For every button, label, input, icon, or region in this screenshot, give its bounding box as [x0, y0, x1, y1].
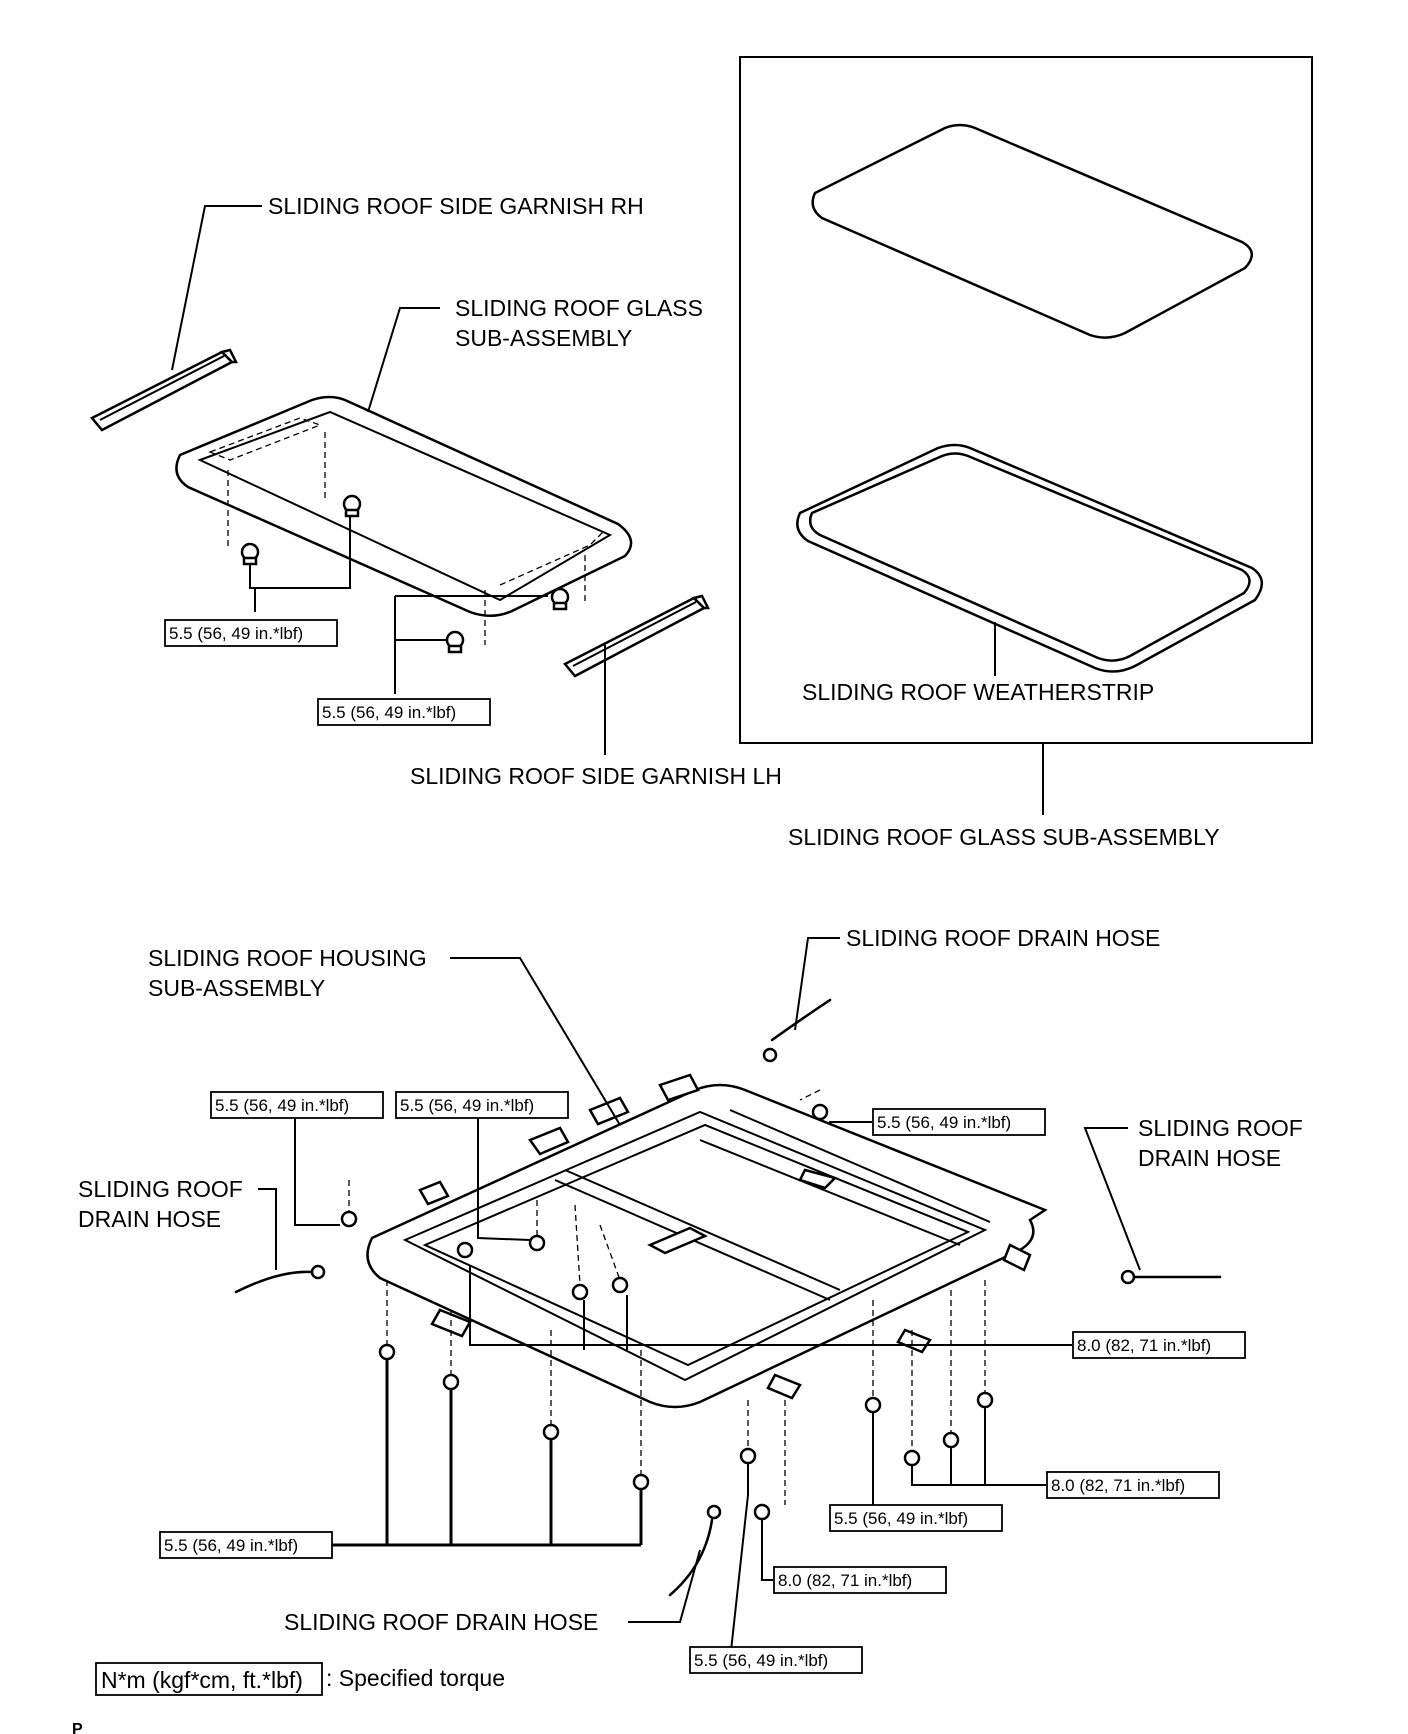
torque-box-7: 8.0 (82, 71 in.*lbf) [1046, 1471, 1220, 1499]
svg-text:5.5 (56, 49 in.*lbf): 5.5 (56, 49 in.*lbf) [834, 1509, 968, 1528]
leader-garnish-rh [171, 205, 262, 371]
drain-hose-bottom-part [668, 1504, 722, 1597]
svg-text:5.5 (56, 49 in.*lbf): 5.5 (56, 49 in.*lbf) [164, 1536, 298, 1555]
side-garnish-lh-part [563, 594, 711, 678]
torque-box-11: 5.5 (56, 49 in.*lbf) [689, 1646, 863, 1674]
torque-box-4: 5.5 (56, 49 in.*lbf) [395, 1091, 569, 1119]
drain-hose-top-part [762, 998, 832, 1063]
svg-text:5.5 (56, 49 in.*lbf): 5.5 (56, 49 in.*lbf) [169, 624, 303, 643]
label-drain-hose-right-line2: DRAIN HOSE [1138, 1145, 1281, 1171]
glass-sub-assembly-part [175, 395, 633, 645]
svg-text:8.0 (82, 71 in.*lbf): 8.0 (82, 71 in.*lbf) [778, 1571, 912, 1590]
svg-text:5.5 (56, 49 in.*lbf): 5.5 (56, 49 in.*lbf) [322, 703, 456, 722]
inset-glass-part [811, 123, 1253, 339]
glass-nut-2 [342, 494, 362, 518]
housing-part [366, 1073, 1048, 1409]
label-side-garnish-rh: SLIDING ROOF SIDE GARNISH RH [268, 193, 644, 219]
leader-housing [450, 957, 621, 1126]
footer-code: P [72, 1721, 83, 1734]
svg-text:5.5 (56, 49 in.*lbf): 5.5 (56, 49 in.*lbf) [694, 1651, 828, 1670]
label-housing-line1: SLIDING ROOF HOUSING [148, 945, 427, 971]
inset-frame [739, 56, 1313, 744]
label-drain-hose-left-line2: DRAIN HOSE [78, 1206, 221, 1232]
torque-box-5: 5.5 (56, 49 in.*lbf) [872, 1108, 1046, 1136]
glass-nut-4 [445, 630, 465, 654]
weatherstrip-part [796, 443, 1263, 673]
torque-box-8: 5.5 (56, 49 in.*lbf) [829, 1504, 1003, 1532]
label-drain-hose-bottom: SLIDING ROOF DRAIN HOSE [284, 1609, 598, 1635]
label-drain-hose-top: SLIDING ROOF DRAIN HOSE [846, 925, 1160, 951]
torque-box-2: 5.5 (56, 49 in.*lbf) [317, 698, 491, 726]
svg-text:5.5 (56, 49 in.*lbf): 5.5 (56, 49 in.*lbf) [877, 1113, 1011, 1132]
legend-unit-box: N*m (kgf*cm, ft.*lbf) [101, 1667, 303, 1693]
label-glass-line1: SLIDING ROOF GLASS [455, 295, 703, 321]
leader-glass [367, 307, 440, 413]
svg-text:5.5 (56, 49 in.*lbf): 5.5 (56, 49 in.*lbf) [215, 1096, 349, 1115]
torque-box-3: 5.5 (56, 49 in.*lbf) [210, 1091, 384, 1119]
torque-box-6: 8.0 (82, 71 in.*lbf) [1072, 1331, 1246, 1359]
svg-text:5.5 (56, 49 in.*lbf): 5.5 (56, 49 in.*lbf) [400, 1096, 534, 1115]
side-garnish-rh-part [90, 348, 239, 432]
torque-box-9: 5.5 (56, 49 in.*lbf) [159, 1531, 333, 1559]
label-drain-hose-left-line1: SLIDING ROOF [78, 1176, 243, 1202]
label-side-garnish-lh: SLIDING ROOF SIDE GARNISH LH [410, 763, 782, 789]
label-drain-hose-right-line1: SLIDING ROOF [1138, 1115, 1303, 1141]
drain-hose-left-part [234, 1264, 326, 1294]
legend-description: : Specified torque [326, 1665, 505, 1691]
label-glass-inset: SLIDING ROOF GLASS SUB-ASSEMBLY [788, 824, 1220, 850]
svg-text:8.0 (82, 71 in.*lbf): 8.0 (82, 71 in.*lbf) [1051, 1476, 1185, 1495]
torque-box-1: 5.5 (56, 49 in.*lbf) [164, 619, 338, 647]
svg-text:8.0 (82, 71 in.*lbf): 8.0 (82, 71 in.*lbf) [1077, 1336, 1211, 1355]
legend: N*m (kgf*cm, ft.*lbf) : Specified torque [95, 1662, 505, 1696]
glass-nut-3 [550, 587, 570, 611]
label-housing-line2: SUB-ASSEMBLY [148, 975, 325, 1001]
torque-box-10: 8.0 (82, 71 in.*lbf) [773, 1566, 947, 1594]
glass-nut-1 [240, 542, 260, 566]
drain-hose-right-part [1120, 1269, 1222, 1285]
label-weatherstrip: SLIDING ROOF WEATHERSTRIP [802, 679, 1154, 705]
label-glass-line2: SUB-ASSEMBLY [455, 325, 632, 351]
